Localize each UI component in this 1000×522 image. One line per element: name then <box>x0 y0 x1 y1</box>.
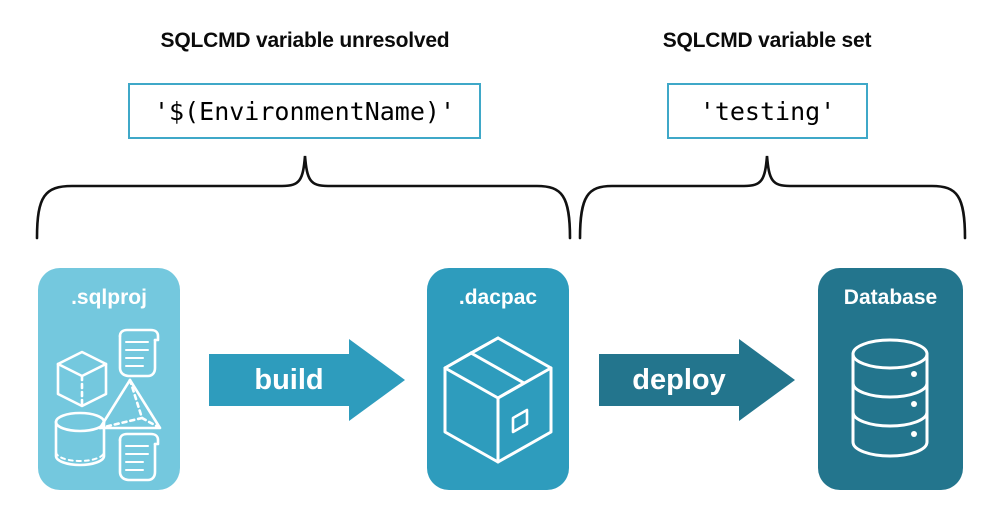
stage-box-dacpac: .dacpac <box>427 268 569 490</box>
arrow-build-shape <box>209 339 405 421</box>
code-box-testing: 'testing' <box>667 83 868 139</box>
heading-sqlcmd-variable-set: SQLCMD variable set <box>662 29 872 52</box>
pyramid-icon <box>98 378 162 430</box>
stage-label-database: Database <box>843 286 938 309</box>
stage-label-dacpac: .dacpac <box>458 286 538 309</box>
arrow-deploy: deploy <box>599 339 795 421</box>
stage-box-sqlproj: .sqlproj <box>38 268 180 490</box>
stage-label-sqlproj: .sqlproj <box>71 286 147 309</box>
script-scroll-icon-top <box>118 328 160 378</box>
package-box-icon <box>443 336 553 464</box>
arrow-build: build <box>209 339 405 421</box>
cube-icon <box>56 350 108 408</box>
brace-right-icon <box>578 155 967 240</box>
arrow-deploy-label: deploy <box>632 363 726 396</box>
arrow-build-label: build <box>254 363 324 396</box>
database-cylinder-icon <box>851 338 929 458</box>
cylinder-icon <box>54 411 106 467</box>
arrow-deploy-shape <box>599 339 795 421</box>
code-box-environment-name: '$(EnvironmentName)' <box>128 83 481 139</box>
heading-sqlcmd-variable-unresolved: SQLCMD variable unresolved <box>160 29 450 52</box>
project-contents-icon <box>54 328 162 482</box>
script-scroll-icon-bottom <box>118 432 160 482</box>
stage-box-database: Database <box>818 268 963 490</box>
brace-left-icon <box>35 155 572 240</box>
